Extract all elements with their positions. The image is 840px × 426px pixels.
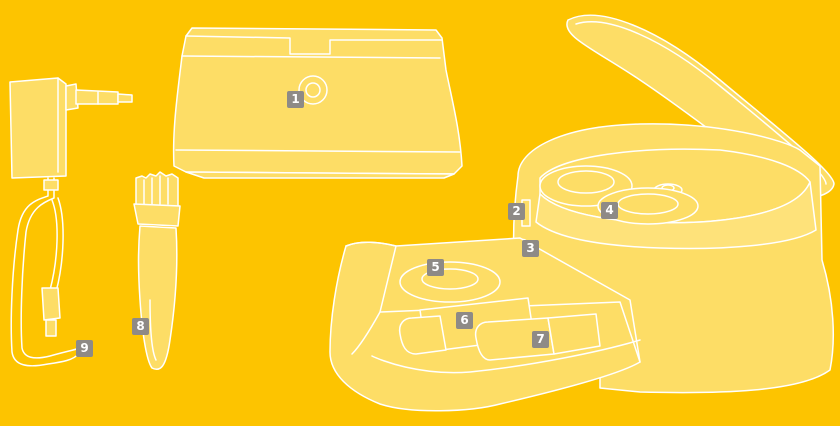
callout-1: 1 (287, 91, 304, 108)
callout-8: 8 (132, 318, 149, 335)
callout-5: 5 (427, 259, 444, 276)
cleaning-brush-illustration (134, 172, 180, 369)
callout-9: 9 (76, 340, 93, 357)
callout-6: 6 (456, 312, 473, 329)
callout-3: 3 (522, 240, 539, 257)
callout-4: 4 (601, 202, 618, 219)
callout-7: 7 (532, 331, 549, 348)
power-adapter-illustration (10, 78, 132, 366)
main-unit-front-illustration (174, 28, 462, 178)
callout-2: 2 (508, 203, 525, 220)
